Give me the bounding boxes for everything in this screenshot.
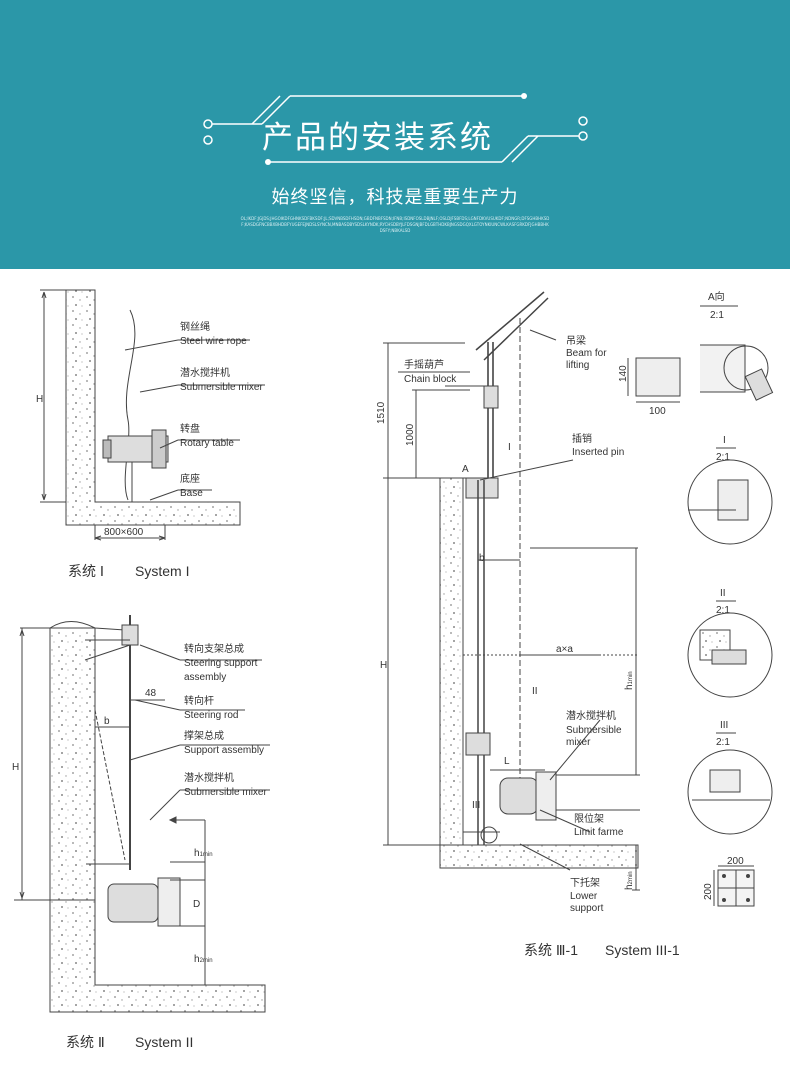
detail-views: [627, 305, 774, 907]
s3-caption-cn: 系统 Ⅲ-1: [524, 942, 578, 958]
s3-beam-en2: lifting: [566, 360, 589, 371]
s3-mark-1: I: [508, 442, 511, 453]
s2-steer-sup-en2: assembly: [184, 672, 226, 683]
s1-rotary-en: Rotary table: [180, 438, 234, 449]
s3-dim-1510: 1510: [376, 401, 387, 424]
s3-mixer-en1: Submersible: [566, 725, 622, 736]
s3-mixer-cn: 潜水搅拌机: [566, 709, 616, 722]
s3-dim-h1: h1min: [624, 671, 635, 690]
s2-caption-en: System II: [135, 1034, 193, 1050]
s1-base-cn: 底座: [180, 472, 200, 485]
detail-3-scale: 2:1: [716, 737, 730, 748]
s3-mark-3: III: [472, 800, 480, 811]
header-banner: 产品的安装系统 始终坚信，科技是重要生产力 OL;IKDF;JGJDS;JHGO…: [0, 0, 790, 269]
detail-1-title: I: [723, 435, 726, 446]
s1-rope-en: Steel wire rope: [180, 336, 247, 347]
s2-support-cn: 撑架总成: [184, 729, 224, 742]
detail-1-scale: 2:1: [716, 452, 730, 463]
slogan: 始终坚信，科技是重要生产力: [271, 187, 519, 208]
s2-dim-48: 48: [145, 688, 157, 699]
s3-lower-en1: Lower: [570, 891, 598, 902]
detail-3-title: III: [720, 720, 728, 731]
s3-caption-en: System III-1: [605, 942, 680, 958]
s3-mark-a: A: [462, 464, 469, 475]
tagline: OL;IKDF;JGJDS;JHGOIKDFGHNKSDFBKSDF;JL;SD…: [240, 216, 550, 233]
s3-mixer-en2: mixer: [566, 737, 591, 748]
s3-pin-en: Inserted pin: [572, 447, 624, 458]
system-3-drawing: [383, 291, 640, 891]
s3-chain-en: Chain block: [404, 374, 457, 385]
s2-mixer-cn: 潜水搅拌机: [184, 771, 234, 784]
s2-dim-d: D: [193, 899, 200, 910]
s3-chain-cn: 手摇葫芦: [404, 358, 444, 371]
detail-plate-w: 200: [727, 856, 744, 867]
s3-dim-l: L: [504, 756, 510, 767]
s2-dim-h: H: [12, 762, 19, 773]
s1-caption-cn: 系统 Ⅰ: [68, 563, 104, 579]
s3-dim-axa: a×a: [556, 644, 573, 655]
s3-beam-cn: 吊梁: [566, 334, 586, 347]
s1-mixer-en: Submersible mixer: [180, 382, 263, 393]
s1-caption-en: System I: [135, 563, 189, 579]
detail-2-scale: 2:1: [716, 605, 730, 616]
s2-steer-sup-en1: Steering support: [184, 658, 258, 669]
s3-limit-en: Limit farme: [574, 827, 624, 838]
title-ornament: [203, 93, 588, 165]
s2-dim-h1: h1min: [194, 848, 213, 859]
s2-dim-b: b: [104, 716, 110, 727]
s3-dim-h: H: [380, 660, 387, 671]
installation-diagram: H 钢丝绳 Steel wire rope 潜水搅拌机 Submersible …: [12, 289, 774, 1050]
s3-pin-cn: 插销: [572, 432, 592, 445]
s2-steer-rod-en: Steering rod: [184, 710, 238, 721]
detail-a-100: 100: [649, 406, 666, 417]
s3-limit-cn: 限位架: [574, 812, 604, 825]
system-2-drawing: [14, 615, 270, 1013]
detail-a-scale: 2:1: [710, 310, 724, 321]
s3-lower-cn: 下托架: [570, 876, 600, 889]
s2-dim-h2: h2min: [194, 954, 213, 965]
detail-2-title: II: [720, 588, 726, 599]
s1-mixer-cn: 潜水搅拌机: [180, 366, 230, 379]
s1-dim-h: H: [36, 394, 43, 405]
page-title: 产品的安装系统: [262, 120, 493, 156]
s3-dim-h2: h2min: [624, 871, 635, 890]
s3-beam-en1: Beam for: [566, 348, 607, 359]
detail-a-title: A向: [708, 290, 725, 303]
s2-steer-sup-cn: 转向支架总成: [184, 642, 244, 655]
s3-dim-1000: 1000: [405, 423, 416, 446]
s1-dim-base: 800×600: [104, 527, 144, 538]
s3-mark-2: II: [532, 686, 538, 697]
s3-dim-b: b: [479, 553, 485, 564]
s2-steer-rod-cn: 转向杆: [184, 694, 214, 707]
s2-mixer-en: Submersible mixer: [184, 787, 267, 798]
s2-caption-cn: 系统 Ⅱ: [66, 1034, 105, 1050]
detail-a-140: 140: [618, 365, 629, 382]
system-1-drawing: [40, 289, 265, 541]
s2-support-en: Support assembly: [184, 745, 264, 756]
s3-lower-en2: support: [570, 903, 604, 914]
s1-base-en: Base: [180, 488, 203, 499]
detail-plate-h: 200: [703, 883, 714, 900]
s1-rope-cn: 钢丝绳: [180, 320, 210, 333]
s1-rotary-cn: 转盘: [180, 422, 200, 435]
